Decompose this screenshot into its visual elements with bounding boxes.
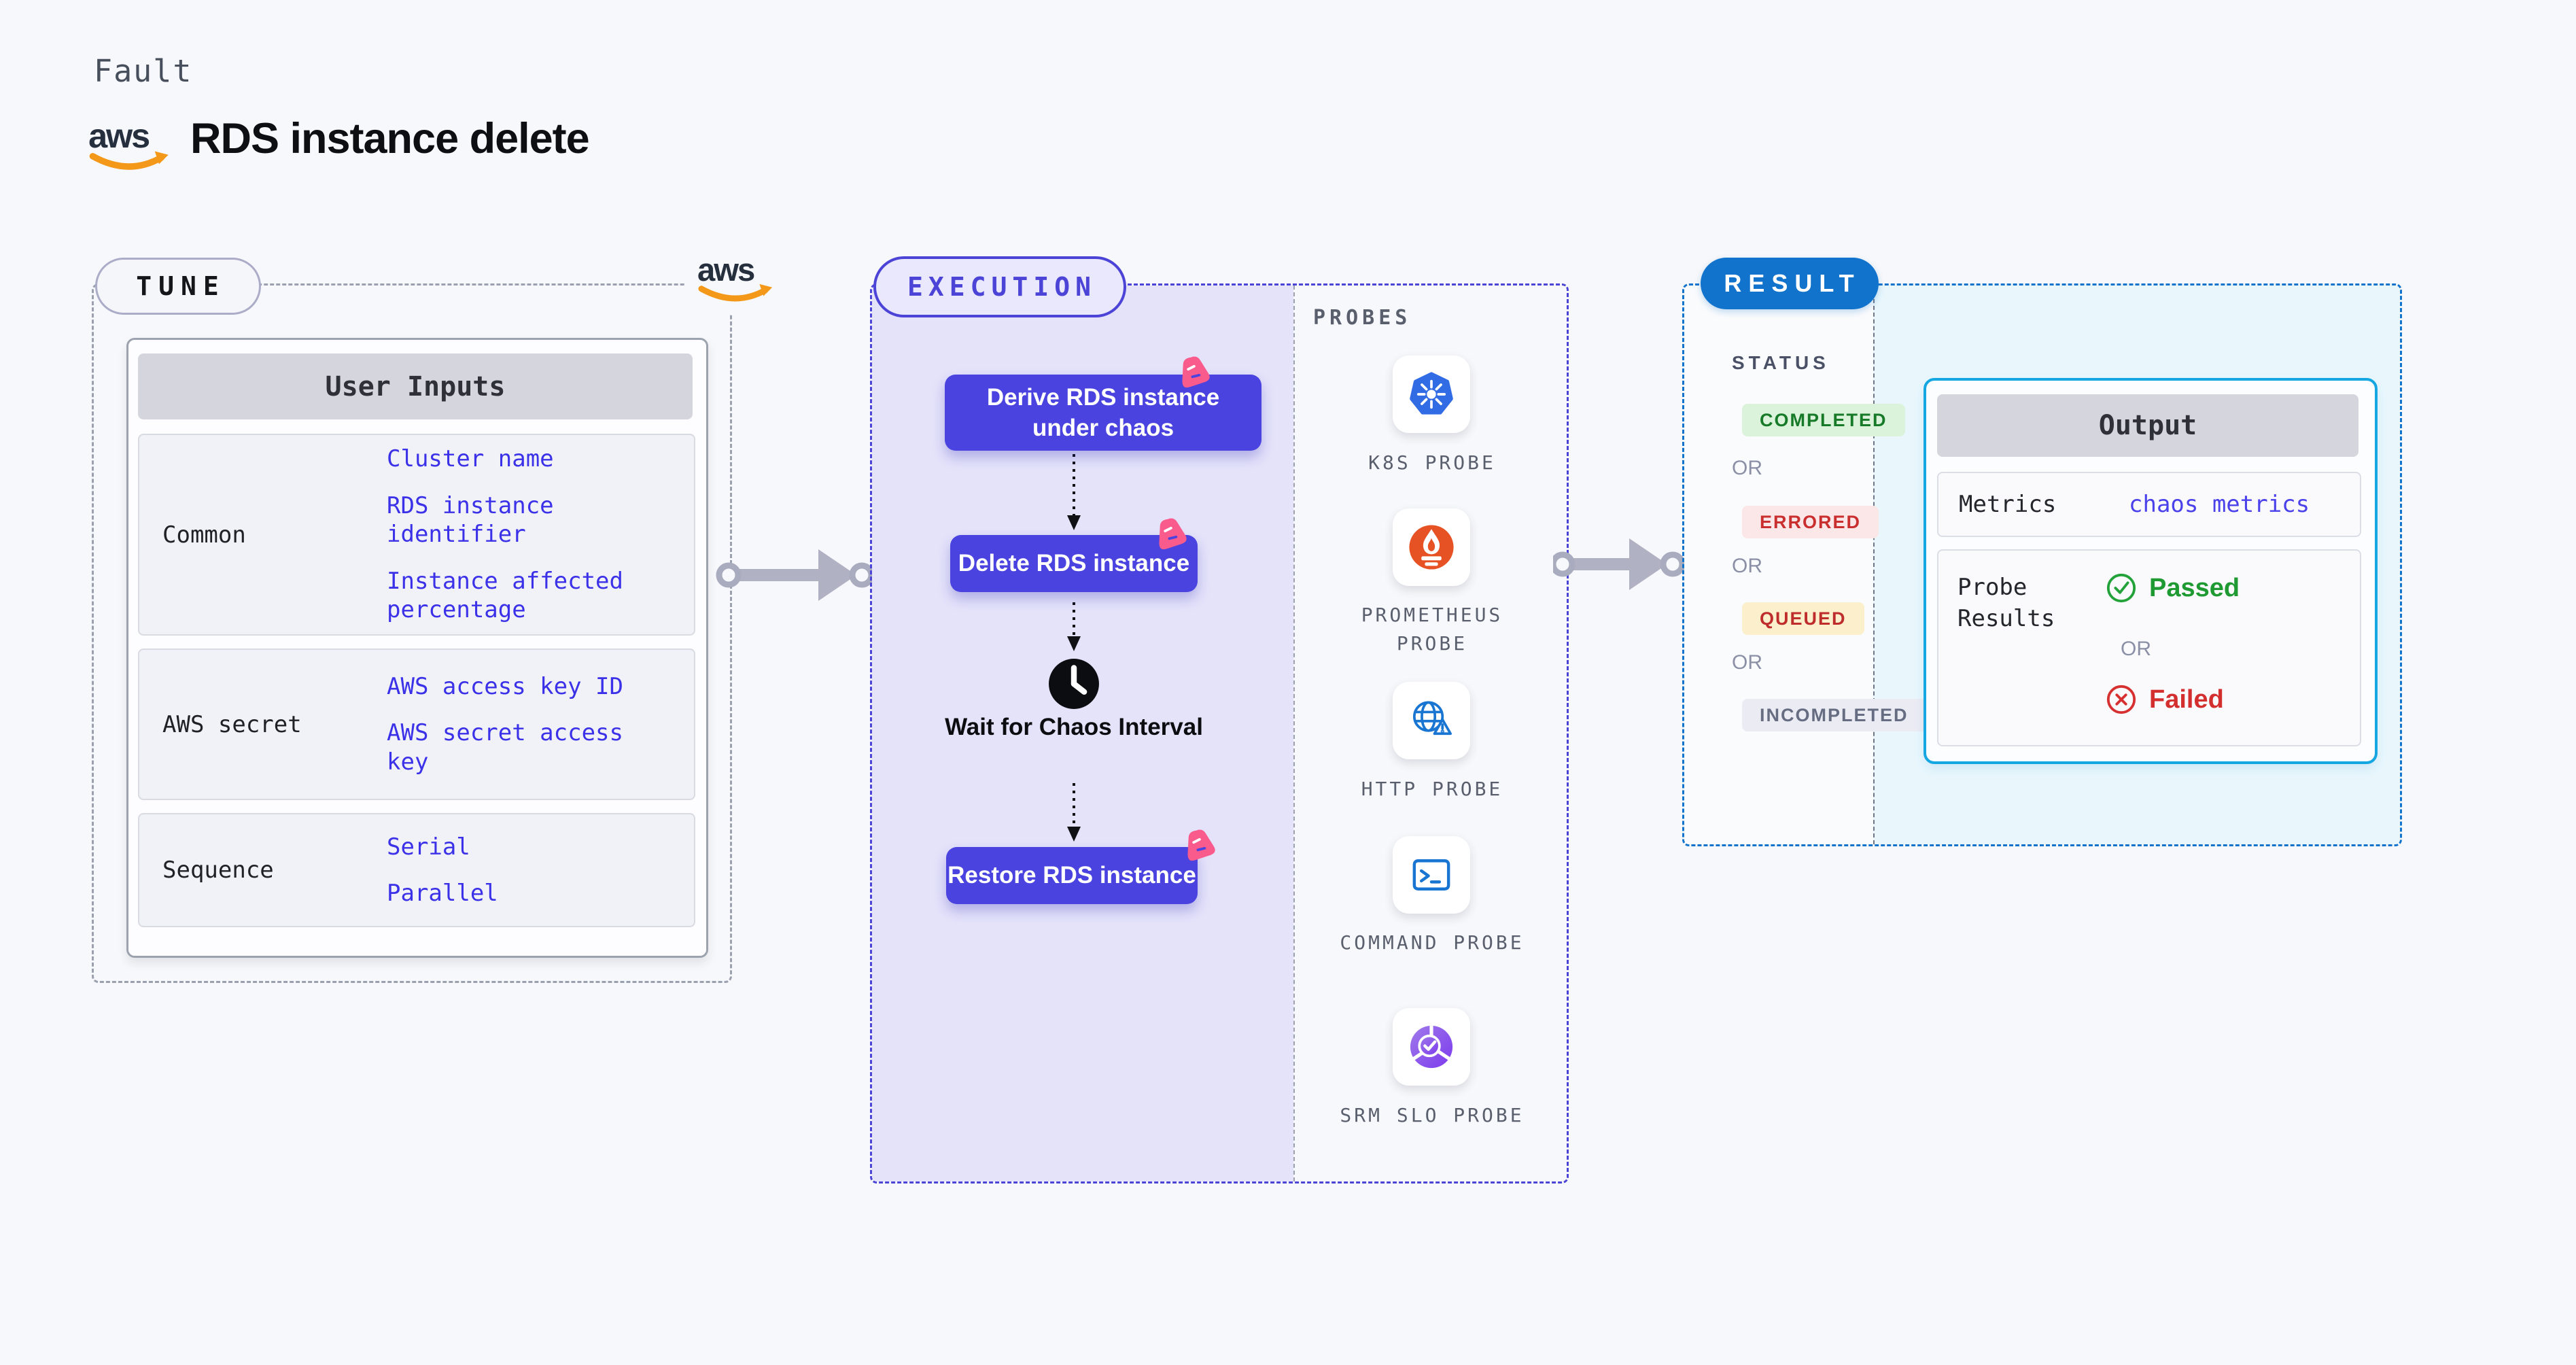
output-header: Output bbox=[1937, 394, 2359, 457]
flow-arrow bbox=[1067, 783, 1081, 842]
table-row-sequence: Sequence Serial Parallel bbox=[138, 813, 695, 927]
flow-arrow bbox=[1067, 602, 1081, 651]
probe-label: COMMAND PROBE bbox=[1340, 931, 1525, 954]
row-values: Serial Parallel bbox=[387, 833, 672, 908]
fault-kicker: Fault bbox=[94, 53, 193, 89]
probe-result-failed: Failed bbox=[2106, 684, 2224, 715]
input-value: RDS instance identifier bbox=[387, 491, 554, 549]
probe-result-passed: Passed bbox=[2106, 572, 2240, 604]
status-badge-incompleted: INCOMPLETED bbox=[1742, 699, 1926, 731]
user-inputs-header: User Inputs bbox=[138, 353, 693, 419]
probe-results-row bbox=[1937, 549, 2361, 746]
table-row-aws-secret: AWS secret AWS access key ID AWS secret … bbox=[138, 649, 695, 800]
chaos-icon bbox=[1187, 829, 1215, 861]
tune-to-execution-arrow bbox=[716, 549, 875, 601]
or-label: OR bbox=[1732, 651, 1762, 674]
svg-text:aws: aws bbox=[697, 252, 754, 288]
status-badge-queued: QUEUED bbox=[1742, 602, 1864, 635]
input-value: AWS secret access key bbox=[387, 719, 623, 776]
input-value: Instance affected percentage bbox=[387, 567, 623, 624]
kubernetes-icon bbox=[1410, 372, 1453, 415]
check-circle-icon bbox=[2106, 573, 2136, 603]
execution-pill: EXECUTION bbox=[873, 256, 1126, 317]
probe-card-http bbox=[1393, 682, 1470, 759]
step-delete-rds-instance: Delete RDS instance bbox=[950, 535, 1198, 592]
chaos-icon bbox=[1159, 518, 1187, 550]
chaos-icon bbox=[1182, 356, 1210, 388]
flow-arrow bbox=[1067, 454, 1081, 530]
aws-logo: aws bbox=[87, 116, 173, 174]
status-heading: STATUS bbox=[1732, 352, 1830, 373]
input-value: Cluster name bbox=[387, 445, 554, 473]
tune-section bbox=[92, 283, 732, 983]
clock-icon bbox=[1049, 659, 1099, 709]
row-label: AWS secret bbox=[162, 710, 302, 738]
failed-label: Failed bbox=[2149, 685, 2224, 714]
input-value: AWS access key ID bbox=[387, 672, 623, 700]
row-values: Cluster name RDS instance identifier Ins… bbox=[387, 445, 672, 625]
step-restore-rds-instance: Restore RDS instance bbox=[946, 847, 1198, 904]
row-label: Sequence bbox=[162, 857, 274, 884]
probe-label: K8S PROBE bbox=[1368, 451, 1496, 474]
result-pill: RESULT bbox=[1701, 258, 1879, 309]
execution-to-result-arrow bbox=[1553, 538, 1686, 590]
globe-alert-icon bbox=[1412, 701, 1452, 736]
status-badge-errored: ERRORED bbox=[1742, 506, 1879, 538]
probe-card-prometheus bbox=[1393, 508, 1470, 586]
metrics-label: Metrics bbox=[1959, 491, 2057, 518]
step-derive-rds-instance: Derive RDS instance under chaos bbox=[945, 375, 1261, 451]
slo-donut-check-icon bbox=[1410, 1025, 1453, 1069]
metrics-row: Metrics chaos metrics bbox=[1937, 472, 2361, 537]
probe-results-label: Probe Results bbox=[1957, 574, 2055, 632]
probe-label: HTTP PROBE bbox=[1361, 778, 1503, 800]
metrics-value: chaos metrics bbox=[2129, 491, 2310, 518]
status-badge-completed: COMPLETED bbox=[1742, 404, 1905, 436]
or-label: OR bbox=[1732, 555, 1762, 577]
probe-card-srm-slo bbox=[1393, 1008, 1470, 1086]
probe-card-command bbox=[1393, 836, 1470, 914]
input-value: Serial bbox=[387, 833, 470, 861]
page-title: RDS instance delete bbox=[190, 115, 590, 162]
row-values: AWS access key ID AWS secret access key bbox=[387, 672, 672, 777]
table-row-common: Common Cluster name RDS instance identif… bbox=[138, 434, 695, 636]
probes-heading: PROBES bbox=[1313, 306, 1412, 330]
aws-logo-small: aws bbox=[685, 242, 787, 314]
passed-label: Passed bbox=[2149, 573, 2240, 602]
probe-label: PROMETHEUS PROBE bbox=[1361, 604, 1503, 655]
terminal-icon bbox=[1412, 859, 1450, 891]
x-circle-icon bbox=[2106, 685, 2136, 714]
probe-card-k8s bbox=[1393, 356, 1470, 433]
svg-text:aws: aws bbox=[88, 116, 149, 155]
input-value: Parallel bbox=[387, 880, 498, 907]
or-label: OR bbox=[1732, 457, 1762, 479]
probe-label: SRM SLO PROBE bbox=[1340, 1104, 1525, 1126]
row-label: Common bbox=[162, 521, 246, 549]
status-panel bbox=[1684, 286, 1873, 844]
tune-pill: TUNE bbox=[95, 258, 261, 315]
prometheus-icon bbox=[1409, 525, 1454, 570]
wait-for-chaos-interval-label: Wait for Chaos Interval bbox=[945, 714, 1203, 740]
or-label: OR bbox=[2121, 638, 2151, 660]
